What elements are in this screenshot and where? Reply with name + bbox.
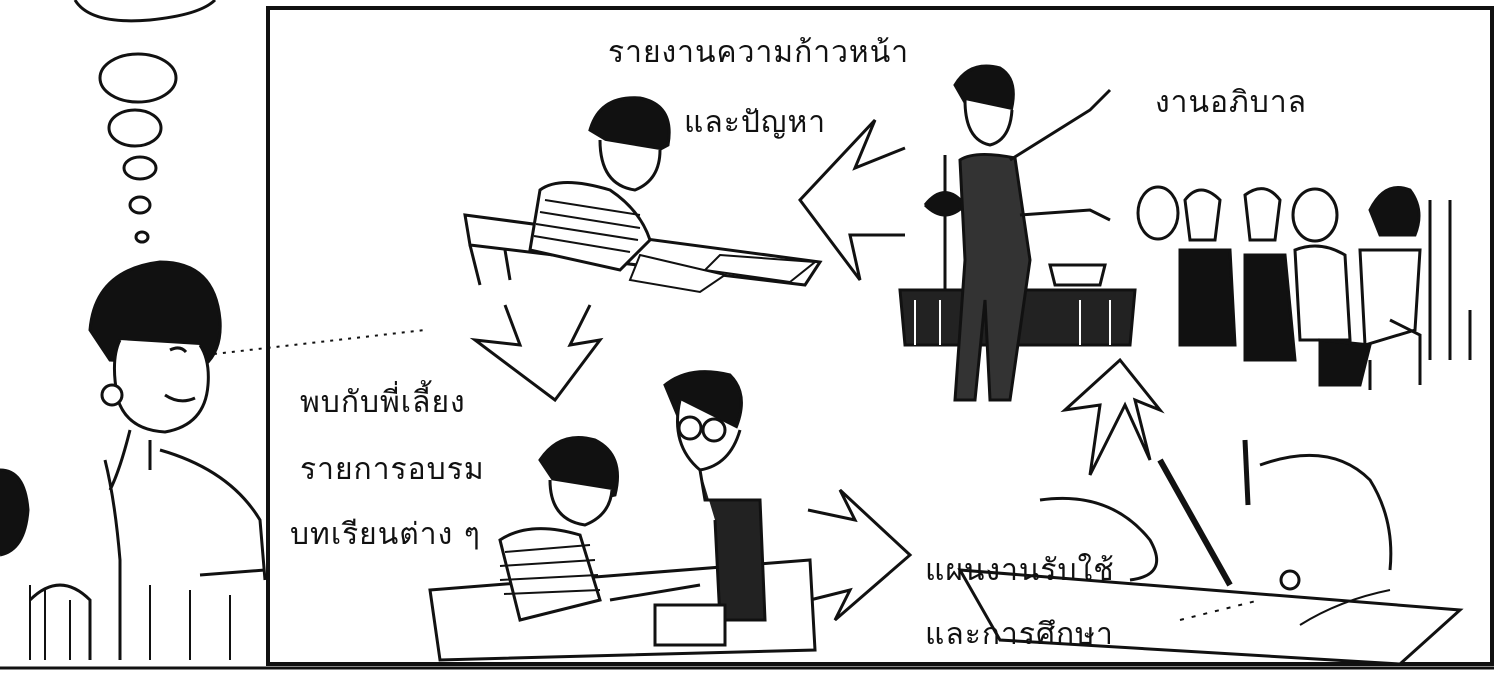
scene-mentor — [428, 370, 817, 662]
arrow-to-report — [798, 118, 906, 281]
panel-frame — [266, 6, 1494, 666]
scene-pastoral — [898, 64, 1472, 402]
audience — [1136, 185, 1472, 390]
scene-signing — [957, 439, 1464, 666]
arrow-up — [1060, 357, 1165, 476]
arrow-right — [807, 488, 913, 622]
label-lessons: บทเรียนต่าง ๆ — [290, 517, 481, 552]
scene-writing-report — [463, 96, 823, 294]
thought-bubbles — [73, 0, 217, 244]
label-progress-problems: และปัญหา — [684, 105, 827, 140]
arrow-down — [469, 304, 604, 403]
dreamer-figure — [0, 260, 267, 660]
label-and-study: และการศึกษา — [925, 617, 1114, 652]
zigzag-arrows — [469, 118, 1165, 622]
sight-line — [204, 329, 426, 356]
label-pastoral-work: งานอภิบาล — [1155, 85, 1308, 120]
label-meet-mentor: พบกับพี่เลี้ยง — [300, 385, 466, 420]
label-training-list: รายการอบรม — [300, 452, 485, 487]
label-service-plan: แผนงานรับใช้ — [925, 553, 1115, 588]
label-progress-report: รายงานความก้าวหน้า — [608, 35, 910, 70]
